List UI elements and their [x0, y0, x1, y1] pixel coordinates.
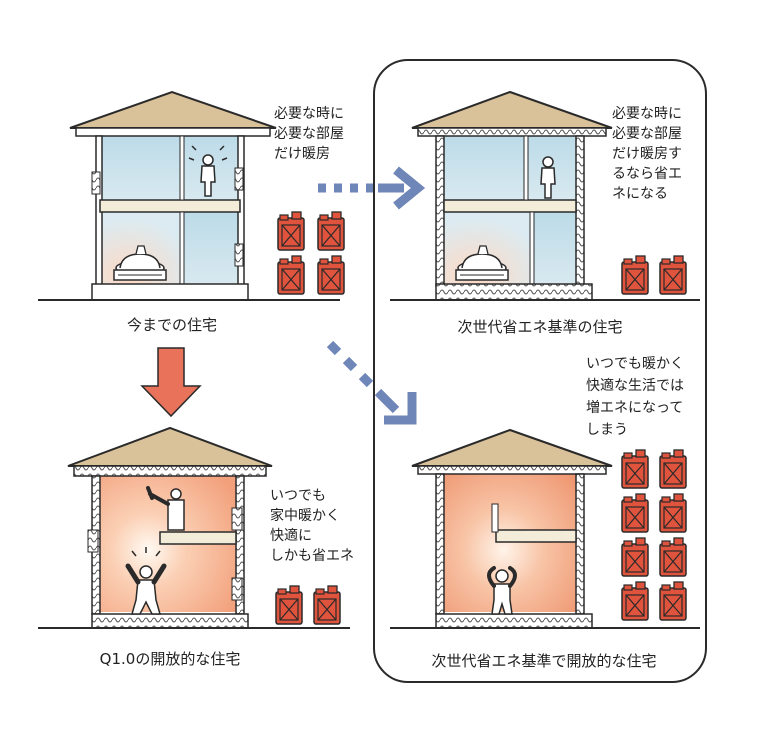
note-next-gen-line-2: 必要な部屋 — [612, 126, 682, 142]
note-next-gen-line-1: 必要な時に — [612, 106, 682, 122]
fuel-can-icon — [621, 493, 649, 533]
person-icon — [487, 566, 517, 615]
fuel-cans-next-gen-open — [621, 449, 687, 621]
arrow-icon — [318, 166, 426, 210]
house-next-gen-open — [390, 428, 700, 629]
fuel-can-icon — [277, 255, 305, 295]
person-icon — [146, 486, 185, 531]
fuel-can-icon — [275, 585, 303, 625]
fuel-can-icon — [659, 493, 687, 533]
note-current-line-2: 必要な部屋 — [274, 126, 344, 142]
note-next-gen-line-4: るなら省エ — [612, 166, 682, 182]
fuel-can-icon — [659, 537, 687, 577]
roof — [69, 90, 277, 129]
fuel-cans-current — [277, 211, 345, 295]
fuel-can-icon — [659, 449, 687, 489]
note-next-gen-open-line-2: 快適な生活では — [586, 377, 684, 394]
house-q1-open — [38, 426, 350, 629]
fuel-can-icon — [621, 449, 649, 489]
note-current-line-3: だけ暖房 — [274, 146, 330, 162]
note-next-gen-open-line-4: しまう — [586, 422, 628, 438]
fuel-can-icon — [621, 255, 649, 295]
house-current — [38, 90, 340, 301]
fuel-can-icon — [621, 581, 649, 621]
caption-q1-open: Q1.0の開放的な住宅 — [100, 650, 241, 668]
next-gen-frame — [373, 59, 707, 683]
house-next-gen — [390, 90, 700, 301]
caption-next-gen: 次世代省エネ基準の住宅 — [457, 318, 622, 336]
note-next-gen-open-line-3: 増エネになって — [586, 400, 683, 416]
fuel-can-icon — [317, 255, 345, 295]
caption-current: 今までの住宅 — [127, 316, 217, 334]
arrow-icon — [326, 340, 417, 425]
note-q1-line-1: いつでも — [270, 488, 326, 504]
note-current-line-1: 必要な時に — [274, 106, 344, 122]
note-q1-line-2: 家中暖かく — [270, 507, 340, 524]
fuel-can-icon — [621, 537, 649, 577]
fuel-can-icon — [313, 585, 341, 625]
fuel-can-icon — [277, 211, 305, 251]
note-next-gen-line-5: ネになる — [612, 186, 668, 202]
fuel-cans-next-gen — [621, 255, 687, 295]
note-next-gen-line-3: だけ暖房す — [612, 146, 682, 162]
caption-next-gen-open: 次世代省エネ基準で開放的な住宅 — [431, 652, 656, 670]
person-icon — [125, 547, 167, 615]
fuel-cans-q1-open — [275, 585, 341, 625]
fuel-can-icon — [317, 211, 345, 251]
note-q1-line-4: しかも省エネ — [270, 548, 354, 564]
fuel-can-icon — [659, 255, 687, 295]
note-next-gen-open-line-1: いつでも暖かく — [586, 356, 684, 372]
arrow-icon — [140, 347, 202, 418]
fuel-can-icon — [659, 581, 687, 621]
note-q1-line-3: 快適に — [270, 527, 312, 544]
